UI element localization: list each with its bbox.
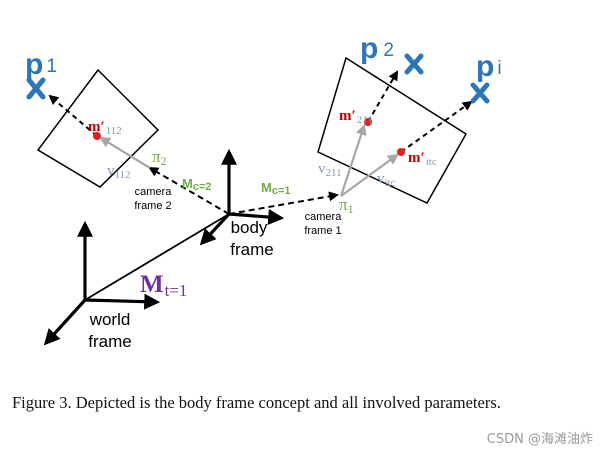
label-mc1: Mc=1: [261, 180, 291, 197]
body-frame-axes: [199, 148, 285, 246]
label-mitc: m′itc: [408, 150, 437, 168]
point-p1-marker: [26, 77, 46, 100]
point-pi-marker: [470, 82, 490, 104]
figure-caption: Figure 3. Depicted is the body frame con…: [12, 393, 501, 412]
label-v211: v211: [318, 161, 342, 179]
view-vector-itc: [340, 153, 399, 197]
transform-body-to-camera-1: [228, 191, 339, 215]
label-pi1: π1: [339, 195, 354, 216]
point-p2-marker: [404, 53, 424, 75]
image-point-mitc: [397, 148, 405, 156]
image-plane-camera-1: [317, 56, 468, 204]
label-vitc: vitc: [377, 171, 396, 189]
transform-body-to-camera-2: [148, 166, 230, 215]
ray-to-p2: [367, 70, 399, 123]
label-pi2: π2: [152, 147, 167, 168]
label-mt1: Mt=1: [140, 271, 187, 300]
label-v112: v112: [107, 163, 131, 181]
view-vector-211: [339, 123, 367, 197]
image-plane-camera-2: [36, 68, 160, 188]
world-to-body-line: [84, 213, 230, 301]
watermark: CSDN @海滩油炸: [486, 432, 593, 447]
label-m112: m′112: [88, 119, 122, 137]
label-mc2: Mc=2: [182, 176, 212, 193]
view-vector-112: [99, 136, 151, 169]
label-m211: m′211: [339, 108, 373, 126]
world-frame-axes: [43, 220, 161, 346]
ray-to-p1: [48, 94, 98, 137]
image-point-m211: [364, 118, 372, 126]
image-point-m112: [93, 132, 101, 140]
